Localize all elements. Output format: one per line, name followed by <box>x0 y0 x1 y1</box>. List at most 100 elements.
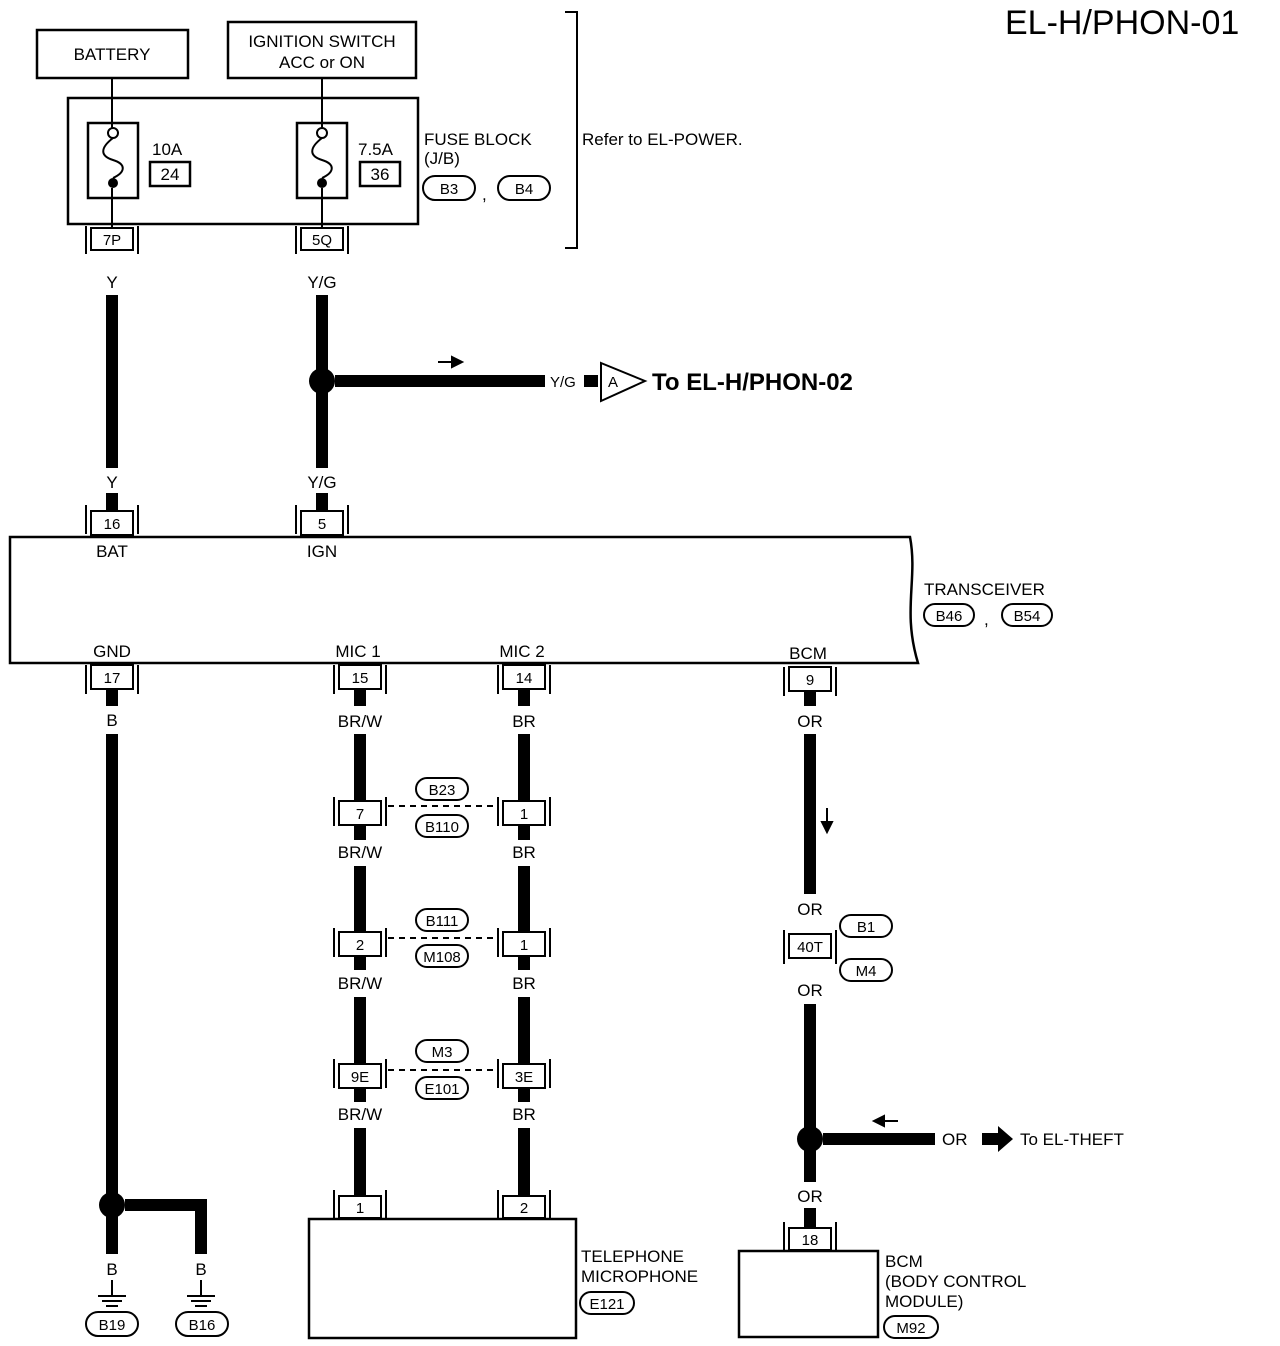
bcm-inline-connector: 40T B1 M4 <box>783 914 893 982</box>
fuse1-amp: 10A <box>152 140 183 159</box>
pin-mic2: 14 <box>497 664 551 694</box>
inline1-bottom: B110 <box>425 819 459 836</box>
inline3-left-pin: 9E <box>351 1069 369 1086</box>
theft-destination: To EL-THEFT <box>1020 1130 1124 1149</box>
pin-gnd-number: 17 <box>104 670 121 687</box>
wire-or-3: OR <box>797 981 823 1000</box>
ground-symbol-2 <box>187 1280 215 1307</box>
pin-mic2-number: 14 <box>516 670 533 687</box>
inline1-left-pin: 7 <box>356 806 364 823</box>
microphone-conn: E121 <box>589 1296 624 1313</box>
inline-connector-1: 7 1 B23 B110 <box>333 777 551 838</box>
fuse-block: 10A 24 7.5A 36 <box>66 96 420 232</box>
page-id: EL-H/PHON-01 <box>1005 4 1239 42</box>
pin-gnd-name: GND <box>93 642 131 661</box>
wire-or-4: OR <box>797 1187 823 1206</box>
pin-gnd: 17 <box>85 664 139 694</box>
pin-bat-name: BAT <box>96 542 128 561</box>
transceiver-label: TRANSCEIVER <box>924 580 1045 599</box>
fuse2-number: 36 <box>371 165 390 184</box>
direction-arrow-right <box>438 355 465 369</box>
inline3-bottom: E101 <box>424 1081 459 1098</box>
wire-brw-2: BR/W <box>338 843 382 862</box>
wire-br-4: BR <box>512 1105 536 1124</box>
pin-ign: 5 <box>295 493 349 536</box>
wire-b-ground-1: B <box>106 1260 117 1279</box>
terminal-7p: 7P <box>85 226 139 254</box>
wire-y-bottom: Y <box>106 473 117 492</box>
transceiver-sep: , <box>984 610 989 629</box>
wire-brw-1: BR/W <box>338 712 382 731</box>
direction-arrow-down <box>820 808 834 835</box>
jump-a-wire: Y/G <box>550 374 576 391</box>
refer-el-power: Refer to EL-POWER. <box>582 130 743 149</box>
wire-br-2: BR <box>512 843 536 862</box>
mic-pin-2-number: 2 <box>520 1200 528 1217</box>
pin-bat: 16 <box>85 493 139 536</box>
pin-ign-name: IGN <box>307 542 337 561</box>
fuse2-amp: 7.5A <box>358 140 394 159</box>
pin-ign-number: 5 <box>318 516 326 533</box>
theft-arrow <box>982 1126 1013 1152</box>
microphone-line1: TELEPHONE <box>581 1247 684 1266</box>
inline2-bottom: M108 <box>423 949 461 966</box>
bcm-inline-bottom: M4 <box>856 963 877 980</box>
mic-pin-1-number: 1 <box>356 1200 364 1217</box>
bcm-inline-top: B1 <box>857 919 875 936</box>
inline2-top: B111 <box>426 913 459 930</box>
ignition-line2: ACC or ON <box>279 53 365 72</box>
splice-yg <box>309 368 335 394</box>
inline1-top: B23 <box>429 782 456 799</box>
splice-ground <box>99 1192 125 1218</box>
terminal-5q: 5Q <box>295 226 349 254</box>
jump-a-letter: A <box>608 374 618 391</box>
telephone-microphone-box <box>307 1217 578 1340</box>
wire-br-1: BR <box>512 712 536 731</box>
pin-bat-number: 16 <box>104 516 121 533</box>
inline-connector-3: 9E 3E M3 E101 <box>333 1039 551 1100</box>
jump-a-destination: To EL-H/PHON-02 <box>652 369 853 396</box>
ground-b16: B16 <box>189 1317 216 1334</box>
fuse-block-label: FUSE BLOCK <box>424 130 532 149</box>
bcm-module-line1: BCM <box>885 1252 923 1271</box>
wire-b-gnd: B <box>106 711 117 730</box>
pin-mic2-name: MIC 2 <box>499 642 544 661</box>
fuse-block-sep: , <box>482 185 487 204</box>
wire-yg-top: Y/G <box>307 273 336 292</box>
transceiver-conn-b: B54 <box>1014 608 1041 625</box>
theft-wire: OR <box>942 1130 968 1149</box>
fuse-block-sub: (J/B) <box>424 149 460 168</box>
bcm-module-box <box>737 1249 880 1339</box>
microphone-line2: MICROPHONE <box>581 1267 698 1286</box>
inline3-right-pin: 3E <box>515 1069 533 1086</box>
bcm-module-line2: (BODY CONTROL <box>885 1272 1026 1291</box>
wire-brw-3: BR/W <box>338 974 382 993</box>
wire-b-ground-2: B <box>195 1260 206 1279</box>
inline-connector-2: 2 1 B111 M108 <box>333 908 551 968</box>
fuse-block-conn-b: B4 <box>515 181 533 198</box>
pin-mic1-number: 15 <box>352 670 369 687</box>
wire-br-3: BR <box>512 974 536 993</box>
battery-box: BATTERY <box>35 28 190 80</box>
pin-bcm-name: BCM <box>789 644 827 663</box>
wire-y-top: Y <box>106 273 117 292</box>
battery-label: BATTERY <box>74 45 151 64</box>
terminal-7p-label: 7P <box>103 232 121 249</box>
bcm-pin-number: 18 <box>802 1232 819 1249</box>
inline2-right-pin: 1 <box>520 937 528 954</box>
inline1-right-pin: 1 <box>520 806 528 823</box>
splice-or <box>797 1126 823 1152</box>
wire-or-1: OR <box>797 712 823 731</box>
wire-or-2: OR <box>797 900 823 919</box>
ignition-switch-box: IGNITION SWITCH ACC or ON <box>226 20 418 80</box>
wire-brw-4: BR/W <box>338 1105 382 1124</box>
ground-b19: B19 <box>99 1317 126 1334</box>
pin-mic1: 15 <box>333 664 387 694</box>
wire-yg-bottom: Y/G <box>307 473 336 492</box>
bcm-module-line3: MODULE) <box>885 1292 963 1311</box>
transceiver-conn-a: B46 <box>936 608 963 625</box>
inline3-top: M3 <box>432 1044 453 1061</box>
ground-symbol-1 <box>98 1280 126 1307</box>
pin-bcm: 9 <box>783 666 837 696</box>
